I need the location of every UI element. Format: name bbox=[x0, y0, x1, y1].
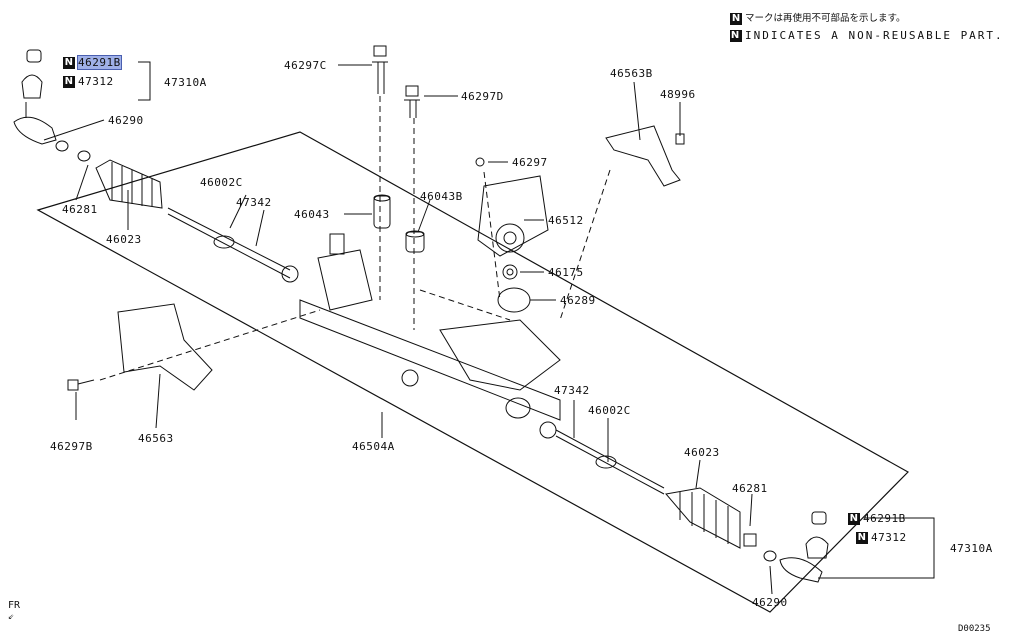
part-label-46512[interactable]: 46512 bbox=[548, 214, 584, 227]
part-label-46023-left[interactable]: 46023 bbox=[106, 233, 142, 246]
tie-rod-end-right bbox=[763, 511, 829, 583]
bolt-46297D bbox=[404, 85, 420, 118]
part-label-46002C-right[interactable]: 46002C bbox=[588, 404, 631, 417]
part-label-46023-right[interactable]: 46023 bbox=[684, 446, 720, 459]
tie-rod-left bbox=[167, 207, 299, 283]
part-label-46297[interactable]: 46297 bbox=[512, 156, 548, 169]
o-ring-46289 bbox=[497, 287, 531, 313]
front-arrow-icon: ⇙ bbox=[8, 611, 15, 622]
part-label-46290-right[interactable]: 46290 bbox=[752, 596, 788, 609]
non-reusable-badge: N bbox=[63, 57, 75, 69]
bracket-46563B bbox=[605, 125, 685, 187]
front-label: FR bbox=[8, 600, 21, 611]
non-reusable-badge: N bbox=[63, 76, 75, 88]
part-label-46563[interactable]: 46563 bbox=[138, 432, 174, 445]
rack-housing bbox=[299, 233, 561, 421]
bolt-46297C bbox=[372, 45, 388, 94]
part-label-47342-right[interactable]: 47342 bbox=[554, 384, 590, 397]
bolt-46297B bbox=[67, 379, 95, 391]
part-label-46563B[interactable]: 46563B bbox=[610, 67, 653, 80]
part-label-47342-left[interactable]: 47342 bbox=[236, 196, 272, 209]
legend-jp-text: マークは再使用不可部品を示します。 bbox=[745, 13, 906, 24]
part-label-46043[interactable]: 46043 bbox=[294, 208, 330, 221]
assembly-frame bbox=[36, 131, 909, 613]
part-label-46281-left[interactable]: 46281 bbox=[62, 203, 98, 216]
part-number: 47312 bbox=[871, 531, 907, 544]
non-reusable-badge: N bbox=[730, 30, 742, 42]
tie-rod-right bbox=[539, 421, 665, 495]
diagram-code: D00235 bbox=[958, 624, 991, 634]
part-number: 47312 bbox=[78, 75, 114, 88]
part-label-47310A-right[interactable]: 47310A bbox=[950, 542, 993, 555]
tie-rod-end-left bbox=[13, 49, 69, 152]
gear-46175 bbox=[502, 264, 518, 280]
front-direction-marker: FR ⇙ bbox=[8, 600, 20, 622]
part-number: 46291B bbox=[77, 55, 122, 70]
non-reusable-badge: N bbox=[730, 12, 742, 25]
boot-right bbox=[665, 487, 757, 549]
part-label-46002C-left[interactable]: 46002C bbox=[200, 176, 243, 189]
legend-en-text: INDICATES A NON-REUSABLE PART. bbox=[745, 29, 1004, 42]
motor-46512 bbox=[475, 157, 549, 257]
part-label-46297B[interactable]: 46297B bbox=[50, 440, 93, 453]
bracket-46563 bbox=[117, 303, 213, 391]
part-label-46290-left[interactable]: 46290 bbox=[108, 114, 144, 127]
part-label-46297C[interactable]: 46297C bbox=[284, 59, 327, 72]
non-reusable-badge: N bbox=[848, 513, 860, 525]
part-label-46504A[interactable]: 46504A bbox=[352, 440, 395, 453]
part-label-46043B[interactable]: 46043B bbox=[420, 190, 463, 203]
part-label-46289[interactable]: 46289 bbox=[560, 294, 596, 307]
boot-left bbox=[77, 150, 163, 209]
part-label-46297D[interactable]: 46297D bbox=[461, 90, 504, 103]
non-reusable-badge: N bbox=[856, 532, 868, 544]
part-label-48996[interactable]: 48996 bbox=[660, 88, 696, 101]
part-label-47310A-left[interactable]: 47310A bbox=[164, 76, 207, 89]
part-label-46281-right[interactable]: 46281 bbox=[732, 482, 768, 495]
part-label-46175[interactable]: 46175 bbox=[548, 266, 584, 279]
bushing-46043B bbox=[405, 230, 425, 253]
bushing-46043 bbox=[373, 194, 391, 229]
part-number: 46291B bbox=[863, 512, 906, 525]
